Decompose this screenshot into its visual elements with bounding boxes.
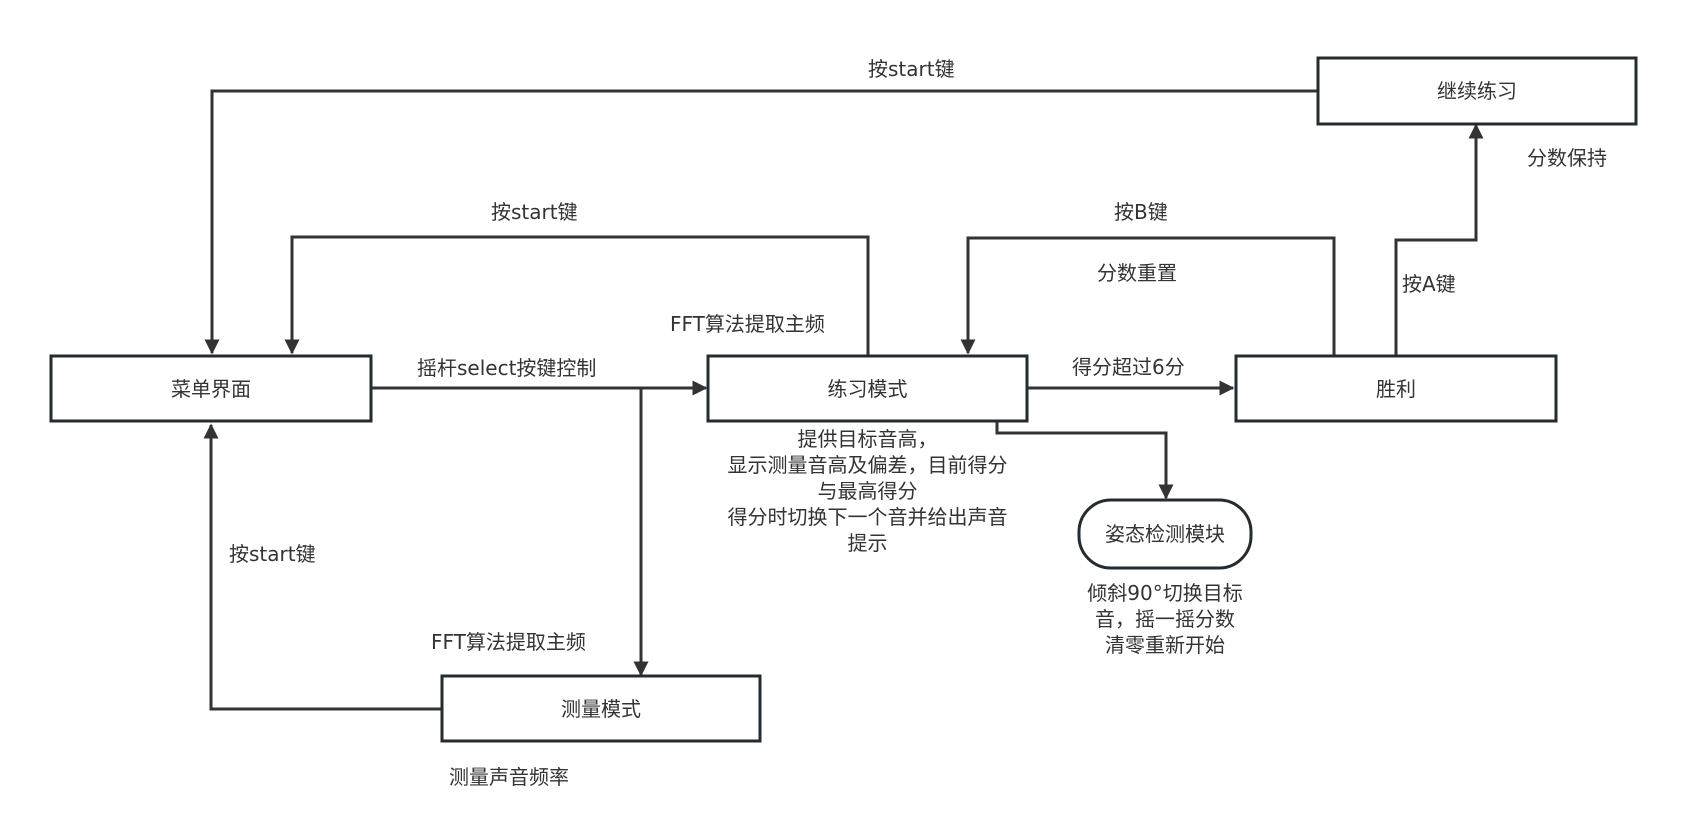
label-score-reset: 分数重置 <box>1097 261 1177 285</box>
edge-continue-to-menu <box>204 89 1318 355</box>
label-continue-to-menu: 按start键 <box>868 57 955 81</box>
label-practice-to-victory: 得分超过6分 <box>1072 355 1185 379</box>
label-practice-to-menu: 按start键 <box>491 200 578 224</box>
label-measure-to-menu: 按start键 <box>229 542 316 566</box>
label-score-keep: 分数保持 <box>1527 146 1607 170</box>
node-measure: 测量模式 <box>561 696 641 721</box>
label-victory-to-practice: 按B键 <box>1114 200 1168 224</box>
node-continue: 继续练习 <box>1437 79 1517 103</box>
node-practice-box <box>706 354 1029 423</box>
practice-desc-line-5: 提示 <box>847 531 888 555</box>
posture-desc-line-1: 倾斜90°切换目标 <box>1087 581 1243 605</box>
edge-victory-to-practice <box>960 236 1336 355</box>
node-continue-box <box>1316 56 1638 126</box>
posture-desc-line-2: 音，摇一摇分数 <box>1095 607 1235 631</box>
edge-practice-to-menu <box>284 235 870 355</box>
measure-description: 测量声音频率 <box>449 765 569 789</box>
edge-practice-to-posture <box>995 422 1174 500</box>
edge-measure-to-menu <box>203 423 441 711</box>
practice-description: 提供目标音高， 显示测量音高及偏差，目前得分 与最高得分 得分时切换下一个音并给… <box>700 426 1035 556</box>
label-measure-fft: FFT算法提取主频 <box>431 630 586 654</box>
node-menu: 菜单界面 <box>171 376 251 401</box>
label-menu-to-practice: 摇杆select按键控制 <box>417 356 597 380</box>
edge-victory-to-continue <box>1394 123 1484 355</box>
node-posture: 姿态检测模块 <box>1105 522 1225 546</box>
label-victory-to-continue: 按A键 <box>1402 272 1456 296</box>
posture-description: 倾斜90°切换目标 音，摇一摇分数 清零重新开始 <box>1060 580 1270 658</box>
node-practice: 练习模式 <box>827 376 908 401</box>
practice-desc-line-1: 提供目标音高， <box>797 427 938 451</box>
node-posture-box <box>1077 498 1253 570</box>
node-measure-box <box>440 674 762 743</box>
practice-desc-line-2: 显示测量音高及偏差，目前得分 <box>727 453 1008 477</box>
node-victory: 胜利 <box>1376 376 1416 401</box>
node-menu-box <box>49 354 373 423</box>
label-practice-fft: FFT算法提取主频 <box>670 312 825 336</box>
practice-desc-line-3: 与最高得分 <box>817 479 918 503</box>
posture-desc-line-3: 清零重新开始 <box>1105 633 1225 657</box>
node-victory-box <box>1234 354 1558 423</box>
practice-desc-line-4: 得分时切换下一个音并给出声音 <box>727 505 1008 529</box>
